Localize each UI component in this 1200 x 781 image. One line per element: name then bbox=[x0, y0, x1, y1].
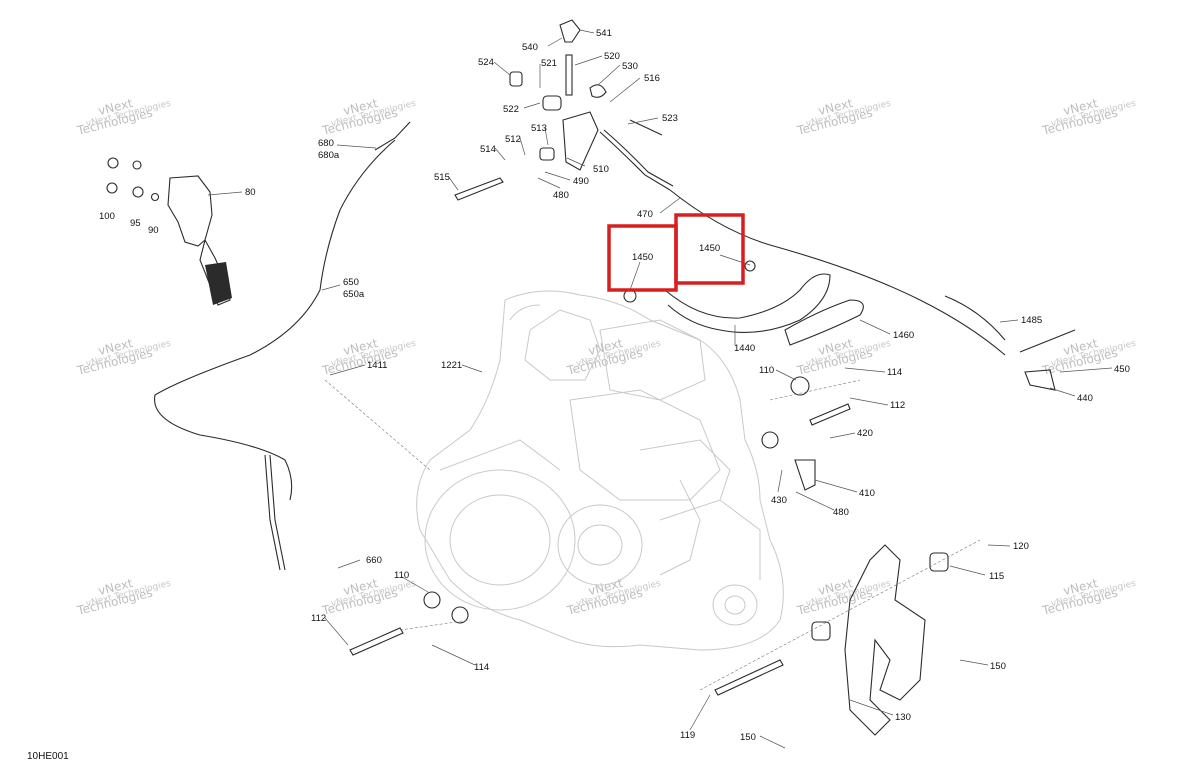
highlight-box-1450-right bbox=[674, 213, 745, 285]
shifter-assembly bbox=[454, 19, 674, 201]
callout-512: 512 bbox=[505, 134, 521, 145]
callout-430: 430 bbox=[771, 495, 787, 506]
pedal-assembly bbox=[106, 157, 232, 306]
cable-470 bbox=[669, 189, 1076, 356]
callout-110-mid: 110 bbox=[759, 365, 774, 376]
callout-1460: 1460 bbox=[893, 330, 914, 341]
callout-680: 680 bbox=[318, 138, 334, 149]
callout-540: 540 bbox=[522, 42, 538, 53]
callout-513: 513 bbox=[531, 123, 547, 134]
callout-1221: 1221 bbox=[441, 360, 462, 371]
callout-112-low: 112 bbox=[311, 613, 326, 624]
callout-410: 410 bbox=[859, 488, 875, 499]
callout-1450-right: 1450 bbox=[699, 243, 720, 254]
callout-514: 514 bbox=[480, 144, 496, 155]
callout-650: 650 bbox=[343, 277, 359, 288]
callout-520: 520 bbox=[604, 51, 620, 62]
engine-block-ghost bbox=[416, 290, 784, 651]
callout-130: 130 bbox=[895, 712, 911, 723]
callout-1450-left: 1450 bbox=[632, 252, 653, 263]
callout-115: 115 bbox=[989, 571, 1004, 582]
callout-490: 490 bbox=[573, 176, 589, 187]
callout-119: 119 bbox=[680, 730, 695, 741]
callout-530: 530 bbox=[622, 61, 638, 72]
clutch-bracket-130 bbox=[349, 369, 1056, 736]
callout-450: 450 bbox=[1114, 364, 1130, 375]
leader-lines bbox=[207, 29, 1113, 749]
throttle-cable-650 bbox=[154, 121, 411, 571]
callout-522: 522 bbox=[503, 104, 519, 115]
callout-660: 660 bbox=[366, 555, 382, 566]
callout-480-mid: 480 bbox=[833, 507, 849, 518]
callout-523: 523 bbox=[662, 113, 678, 124]
callout-1485: 1485 bbox=[1021, 315, 1042, 326]
callout-516: 516 bbox=[644, 73, 660, 84]
diagram-code: 10HE001 bbox=[27, 751, 69, 762]
callout-1411: 1411 bbox=[367, 360, 387, 371]
callout-95: 95 bbox=[130, 218, 141, 229]
callout-90: 90 bbox=[148, 225, 159, 236]
callout-150-bottom: 150 bbox=[740, 732, 756, 743]
callout-515: 515 bbox=[434, 172, 450, 183]
callout-80: 80 bbox=[245, 187, 256, 198]
callout-524: 524 bbox=[478, 57, 494, 68]
callout-labels: 540 541 520 530 524 521 516 522 523 513 … bbox=[99, 28, 1130, 743]
callout-680a: 680a bbox=[318, 150, 340, 161]
callout-114-low: 114 bbox=[474, 662, 489, 673]
callout-112-mid: 112 bbox=[890, 400, 905, 411]
callout-521: 521 bbox=[541, 58, 557, 69]
callout-120: 120 bbox=[1013, 541, 1029, 552]
callout-110-low: 110 bbox=[394, 570, 409, 581]
callout-114-mid: 114 bbox=[887, 367, 902, 378]
callout-510: 510 bbox=[593, 164, 609, 175]
callout-470: 470 bbox=[637, 209, 653, 220]
callout-541: 541 bbox=[596, 28, 612, 39]
callout-480-top: 480 bbox=[553, 190, 569, 201]
callout-1440: 1440 bbox=[734, 343, 755, 354]
callout-150-right: 150 bbox=[990, 661, 1006, 672]
callout-650a: 650a bbox=[343, 289, 365, 300]
callout-440: 440 bbox=[1077, 393, 1093, 404]
dash-centerlines bbox=[324, 379, 981, 691]
callout-420: 420 bbox=[857, 428, 873, 439]
callout-100: 100 bbox=[99, 211, 115, 222]
hoses-1440-1460 bbox=[623, 260, 864, 346]
